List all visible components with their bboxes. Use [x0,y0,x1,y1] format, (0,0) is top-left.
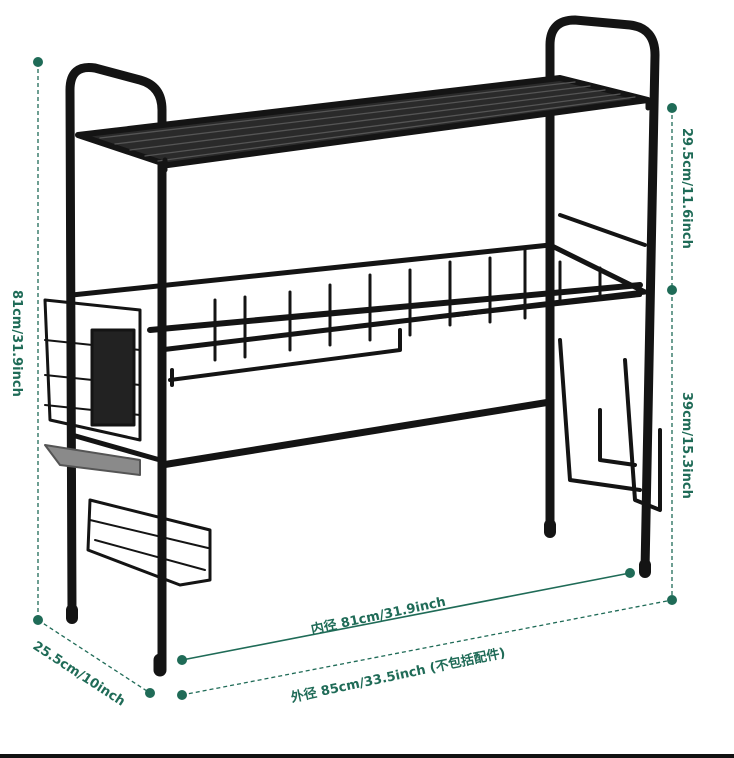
bottom-border [0,754,734,758]
depth-label: 25.5cm/10inch [30,639,128,710]
total-height-label: 81cm/31.9inch [9,290,24,397]
outer-width-label: 外径 85cm/33.5inch (不包括配件) [289,645,507,706]
lower-height-label: 39cm/15.3inch [679,392,694,499]
top-shelf-height-label: 29.5cm/11.6inch [679,128,694,249]
dimension-dots [33,57,677,700]
utensil-cup [90,328,136,427]
dish-rack [43,15,662,677]
lower-crossbar [158,398,554,469]
drip-tray [44,444,141,476]
inner-width-label: 内径 81cm/31.9inch [310,594,448,638]
right-posts [545,15,660,575]
left-front-post [65,62,167,665]
dish-rack-rail [69,242,648,353]
sponge-basket [86,498,212,587]
cutting-board-holder [558,338,662,512]
dimension-lines [37,62,673,696]
utensil-basket [43,298,142,442]
